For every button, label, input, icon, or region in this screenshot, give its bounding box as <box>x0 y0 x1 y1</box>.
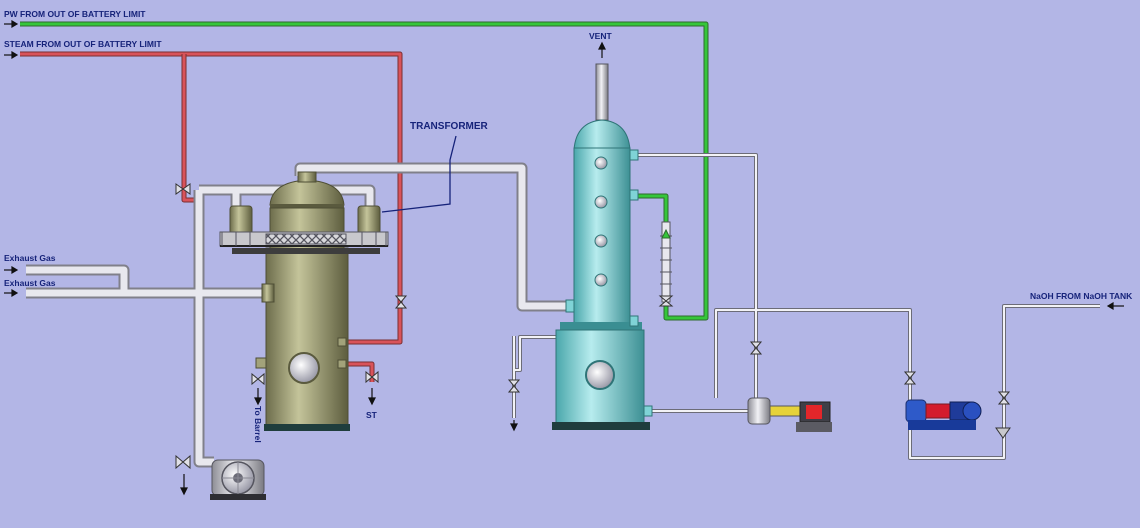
pw-limit-label: PW FROM OUT OF BATTERY LIMIT <box>4 9 146 19</box>
scrubber-manhole <box>585 360 615 390</box>
scrubber-column <box>552 63 653 430</box>
reactor-manhole <box>288 352 320 384</box>
transformer-label: TRANSFORMER <box>410 121 489 132</box>
rotameter <box>660 221 672 303</box>
pw-line <box>20 21 709 321</box>
naoh-pump <box>905 399 982 430</box>
steam-line <box>20 51 403 382</box>
st-label: ST <box>366 410 378 420</box>
to-barrel-label: To Barrel <box>253 406 263 443</box>
exhaust-blower <box>210 459 266 500</box>
process-pipes <box>26 153 1100 468</box>
transformer-unit <box>219 135 457 254</box>
flow-arrows <box>4 19 1124 496</box>
naoh-label: NaOH FROM NaOH TANK <box>1030 291 1133 301</box>
sight-glass-2 <box>594 195 608 209</box>
sight-glass-3 <box>594 234 608 248</box>
circulation-pump <box>747 397 832 432</box>
sight-glass-4 <box>594 273 608 287</box>
exhaust-gas-label-1: Exhaust Gas <box>4 253 56 263</box>
exhaust-gas-label-2: Exhaust Gas <box>4 278 56 288</box>
vent-label: VENT <box>589 31 612 41</box>
sight-glass-1 <box>594 156 608 170</box>
steam-limit-label: STEAM FROM OUT OF BATTERY LIMIT <box>4 39 162 49</box>
reactor-column <box>255 171 350 431</box>
valves <box>175 183 1011 470</box>
